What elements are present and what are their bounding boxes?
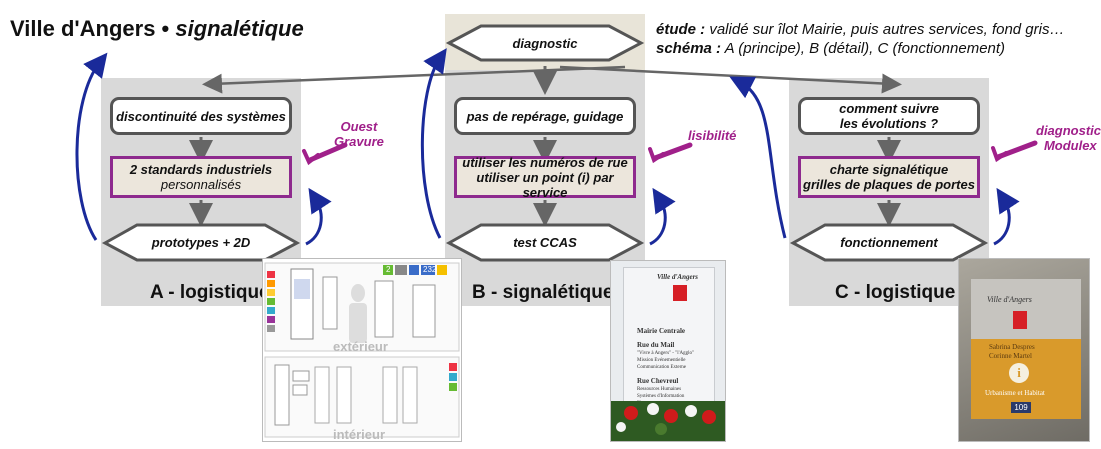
notes-line1-text: validé sur îlot Mairie, puis autres serv… (705, 21, 1065, 38)
study-notes: étude : validé sur îlot Mairie, puis aut… (656, 20, 1064, 58)
plate-service: Urbanisme et Habitat (985, 389, 1045, 397)
section-label-b: B - signalétique (472, 282, 614, 303)
solution-c-main: charte signalétique grilles de plaques d… (803, 162, 975, 192)
section-label-c: C - logistique (835, 282, 956, 303)
sign-line-5: Rue Chevreul (637, 377, 679, 385)
flower-pot-image (611, 401, 725, 441)
section-label-a: A - logistique (150, 282, 270, 303)
notes-line1-label: étude : (656, 21, 706, 38)
plate-name-0: Sabrina Despres (989, 343, 1035, 351)
solution-c: charte signalétique grilles de plaques d… (798, 156, 980, 198)
result-b: test CCAS (513, 235, 577, 250)
solution-a-main: 2 standards industriels (129, 162, 273, 177)
sign-header: Ville d'Angers (657, 273, 699, 281)
sign-line-3: Mission Evénementielle (637, 358, 686, 363)
sign-line-6: Ressources Humaines (637, 387, 682, 392)
plan-number-1: 2 (386, 265, 391, 274)
solution-b: utiliser les numéros de rue utiliser un … (454, 154, 636, 200)
page-title: Ville d'Angers • signalétique (10, 16, 304, 41)
notes-line2-text: A (principe), B (détail), C (fonctionnem… (721, 40, 1006, 57)
sign-logo (673, 285, 687, 301)
plan-drawing (264, 262, 460, 438)
diagnostic-node: diagnostic (512, 35, 578, 51)
directory-sign-photo: Ville d'Angers Mairie Centrale Rue du Ma… (610, 260, 726, 442)
result-a: prototypes + 2D (151, 235, 251, 250)
problem-a: discontinuité des systèmes (110, 97, 292, 135)
side-label-b: lisibilité (688, 128, 737, 143)
sign-line-7: Systèmes d'Information (637, 394, 685, 399)
side-label-c: diagnostic, Modulex (1036, 123, 1101, 153)
plate-name-1: Corinne Martel (989, 352, 1032, 360)
plan-number-2: 232 (423, 265, 437, 274)
solution-a-sub: personnalisés (160, 177, 242, 192)
plate-header: Ville d'Angers (987, 295, 1032, 304)
plan-thumbnail: 2 232 extérieur intérieur (262, 258, 462, 442)
notes-line2-label: schéma : (656, 40, 722, 57)
sign-line-1: Rue du Mail (637, 341, 675, 349)
result-c: fonctionnement (840, 235, 938, 250)
door-plate-photo: Ville d'Angers Sabrina Despres Corinne M… (958, 258, 1090, 442)
problem-b: pas de repérage, guidage (454, 97, 636, 135)
solution-b-main: utiliser les numéros de rue utiliser un … (462, 154, 628, 200)
sign-line-4: Communication Externe (637, 365, 687, 370)
solution-a: 2 standards industriels personnalisés (110, 156, 292, 198)
side-label-a: Ouest Gravure (334, 119, 384, 149)
info-icon: i (1009, 363, 1029, 383)
plan-interior-label: intérieur (333, 427, 386, 442)
sign-line-2: "Vivre à Angers" - "l'Agglo" (637, 351, 695, 356)
plate-number: 109 (1011, 402, 1031, 413)
plan-exterior-label: extérieur (333, 339, 388, 354)
plate-logo (1013, 311, 1027, 329)
sign-line-0: Mairie Centrale (637, 327, 686, 335)
problem-c: comment suivre les évolutions ? (798, 97, 980, 135)
